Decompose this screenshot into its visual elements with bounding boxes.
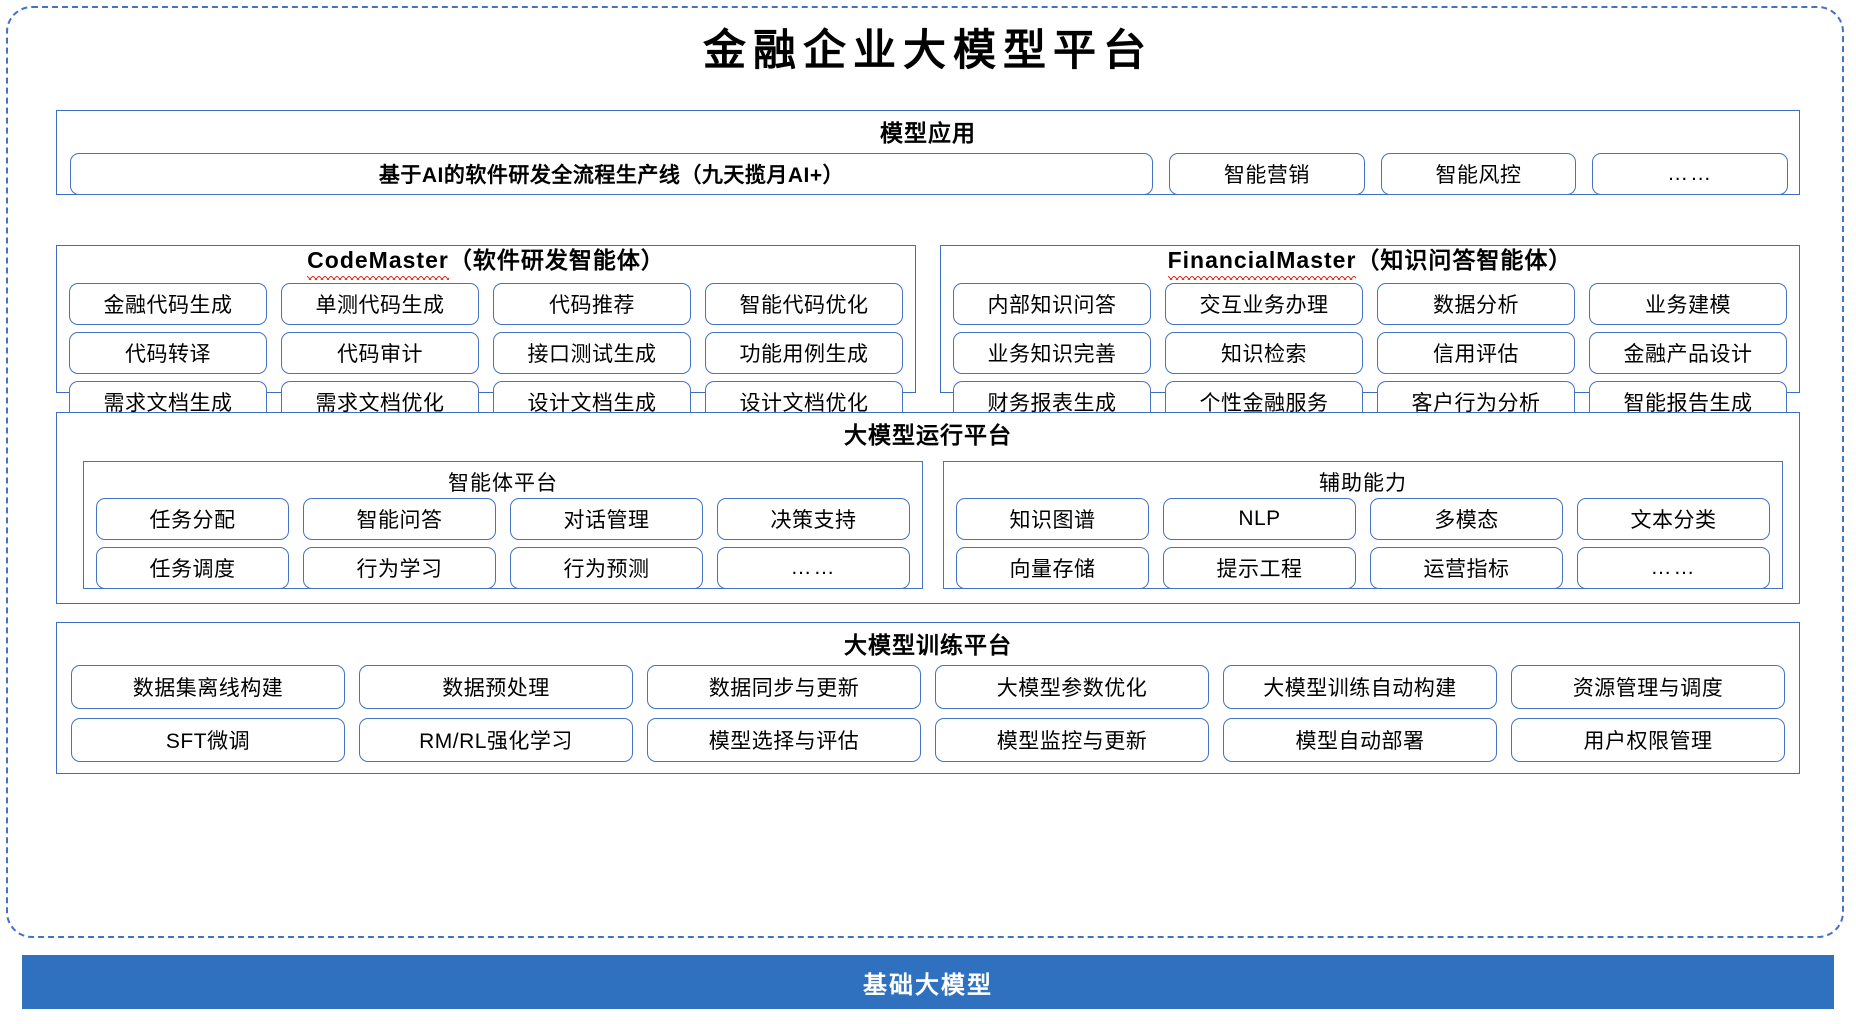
app-item-ai-pipeline[interactable]: 基于AI的软件研发全流程生产线（九天揽月AI+） — [70, 153, 1153, 195]
agent-platform-item-1-0[interactable]: 任务调度 — [96, 547, 289, 589]
codemaster-cap-0-3[interactable]: 智能代码优化 — [705, 283, 903, 325]
app-item-smart-risk-control[interactable]: 智能风控 — [1380, 153, 1577, 195]
codemaster-cap-0-2[interactable]: 代码推荐 — [493, 283, 691, 325]
subsection-agent-platform: 智能体平台 任务分配 智能问答 对话管理 决策支持 任务调度 行为学习 行为预测… — [83, 461, 923, 589]
auxiliary-item-0-2[interactable]: 多模态 — [1370, 498, 1563, 540]
subsection-auxiliary-capability: 辅助能力 知识图谱 NLP 多模态 文本分类 向量存储 提示工程 运营指标 …… — [943, 461, 1783, 589]
agent-platform-row-1: 任务分配 智能问答 对话管理 决策支持 — [96, 498, 910, 540]
financialmaster-cap-1-0[interactable]: 业务知识完善 — [953, 332, 1151, 374]
training-item-1-3[interactable]: 模型监控与更新 — [935, 718, 1209, 762]
training-item-0-1[interactable]: 数据预处理 — [359, 665, 633, 709]
training-platform-grid: 数据集离线构建 数据预处理 数据同步与更新 大模型参数优化 大模型训练自动构建 … — [71, 665, 1785, 771]
model-application-items: 基于AI的软件研发全流程生产线（九天揽月AI+） 智能营销 智能风控 …… — [70, 153, 1789, 195]
codemaster-cap-1-3[interactable]: 功能用例生成 — [705, 332, 903, 374]
codemaster-cap-1-2[interactable]: 接口测试生成 — [493, 332, 691, 374]
footer-foundation-model-bar: 基础大模型 — [22, 955, 1834, 1009]
section-runtime-platform: 大模型运行平台 智能体平台 任务分配 智能问答 对话管理 决策支持 任务调度 行… — [56, 412, 1800, 604]
app-item-smart-marketing[interactable]: 智能营销 — [1169, 153, 1365, 195]
training-row-1: 数据集离线构建 数据预处理 数据同步与更新 大模型参数优化 大模型训练自动构建 … — [71, 665, 1785, 709]
agent-platform-item-0-2[interactable]: 对话管理 — [510, 498, 703, 540]
agent-platform-item-0-1[interactable]: 智能问答 — [303, 498, 496, 540]
training-item-0-0[interactable]: 数据集离线构建 — [71, 665, 345, 709]
section-title-financialmaster: FinancialMaster（知识问答智能体） — [941, 246, 1799, 280]
training-row-2: SFT微调 RM/RL强化学习 模型选择与评估 模型监控与更新 模型自动部署 用… — [71, 718, 1785, 762]
training-item-0-2[interactable]: 数据同步与更新 — [647, 665, 921, 709]
auxiliary-row-1: 知识图谱 NLP 多模态 文本分类 — [956, 498, 1770, 540]
section-codemaster: CodeMaster（软件研发智能体） 金融代码生成 单测代码生成 代码推荐 智… — [56, 245, 916, 423]
financialmaster-cap-0-0[interactable]: 内部知识问答 — [953, 283, 1151, 325]
financialmaster-name: FinancialMaster — [1167, 247, 1357, 280]
app-item-more[interactable]: …… — [1592, 153, 1789, 195]
financialmaster-cap-1-3[interactable]: 金融产品设计 — [1589, 332, 1787, 374]
agent-platform-row-2: 任务调度 行为学习 行为预测 …… — [96, 547, 910, 589]
auxiliary-item-0-3[interactable]: 文本分类 — [1577, 498, 1770, 540]
subsection-title-auxiliary-capability: 辅助能力 — [1319, 472, 1407, 495]
subsection-title-agent-platform: 智能体平台 — [448, 472, 558, 495]
financialmaster-name-suffix: （知识问答智能体） — [1356, 247, 1573, 273]
financialmaster-row-1: 内部知识问答 交互业务办理 数据分析 业务建模 — [953, 283, 1787, 325]
financialmaster-cap-0-2[interactable]: 数据分析 — [1377, 283, 1575, 325]
auxiliary-item-1-3[interactable]: …… — [1577, 547, 1770, 589]
codemaster-row-2: 代码转译 代码审计 接口测试生成 功能用例生成 — [69, 332, 903, 374]
section-model-application: 模型应用 基于AI的软件研发全流程生产线（九天揽月AI+） 智能营销 智能风控 … — [56, 110, 1800, 195]
footer-label: 基础大模型 — [863, 971, 993, 999]
codemaster-cap-0-1[interactable]: 单测代码生成 — [281, 283, 479, 325]
training-item-0-5[interactable]: 资源管理与调度 — [1511, 665, 1785, 709]
section-training-platform: 大模型训练平台 数据集离线构建 数据预处理 数据同步与更新 大模型参数优化 大模… — [56, 622, 1800, 774]
financialmaster-capability-grid: 内部知识问答 交互业务办理 数据分析 业务建模 业务知识完善 知识检索 信用评估… — [953, 283, 1787, 430]
training-item-1-1[interactable]: RM/RL强化学习 — [359, 718, 633, 762]
agent-platform-item-1-2[interactable]: 行为预测 — [510, 547, 703, 589]
section-title-runtime-platform: 大模型运行平台 — [844, 422, 1012, 448]
section-title-model-application: 模型应用 — [880, 120, 976, 146]
financialmaster-cap-0-3[interactable]: 业务建模 — [1589, 283, 1787, 325]
training-item-1-2[interactable]: 模型选择与评估 — [647, 718, 921, 762]
financialmaster-cap-1-1[interactable]: 知识检索 — [1165, 332, 1363, 374]
financialmaster-cap-1-2[interactable]: 信用评估 — [1377, 332, 1575, 374]
codemaster-capability-grid: 金融代码生成 单测代码生成 代码推荐 智能代码优化 代码转译 代码审计 接口测试… — [69, 283, 903, 430]
financialmaster-cap-0-1[interactable]: 交互业务办理 — [1165, 283, 1363, 325]
auxiliary-item-0-0[interactable]: 知识图谱 — [956, 498, 1149, 540]
auxiliary-item-1-2[interactable]: 运营指标 — [1370, 547, 1563, 589]
auxiliary-row-2: 向量存储 提示工程 运营指标 …… — [956, 547, 1770, 589]
training-item-0-3[interactable]: 大模型参数优化 — [935, 665, 1209, 709]
auxiliary-capability-grid: 知识图谱 NLP 多模态 文本分类 向量存储 提示工程 运营指标 …… — [956, 498, 1770, 596]
codemaster-cap-1-1[interactable]: 代码审计 — [281, 332, 479, 374]
agent-platform-grid: 任务分配 智能问答 对话管理 决策支持 任务调度 行为学习 行为预测 …… — [96, 498, 910, 596]
training-item-1-5[interactable]: 用户权限管理 — [1511, 718, 1785, 762]
auxiliary-item-0-1[interactable]: NLP — [1163, 498, 1356, 540]
training-item-1-0[interactable]: SFT微调 — [71, 718, 345, 762]
codemaster-row-1: 金融代码生成 单测代码生成 代码推荐 智能代码优化 — [69, 283, 903, 325]
agent-platform-item-1-3[interactable]: …… — [717, 547, 910, 589]
auxiliary-item-1-1[interactable]: 提示工程 — [1163, 547, 1356, 589]
codemaster-name: CodeMaster — [307, 247, 449, 280]
auxiliary-item-1-0[interactable]: 向量存储 — [956, 547, 1149, 589]
outer-dashed-frame — [6, 6, 1844, 938]
section-title-training-platform: 大模型训练平台 — [844, 632, 1012, 658]
codemaster-name-suffix: （软件研发智能体） — [448, 247, 665, 273]
section-financialmaster: FinancialMaster（知识问答智能体） 内部知识问答 交互业务办理 数… — [940, 245, 1800, 423]
codemaster-cap-1-0[interactable]: 代码转译 — [69, 332, 267, 374]
training-item-0-4[interactable]: 大模型训练自动构建 — [1223, 665, 1497, 709]
codemaster-cap-0-0[interactable]: 金融代码生成 — [69, 283, 267, 325]
agent-platform-item-0-3[interactable]: 决策支持 — [717, 498, 910, 540]
agent-platform-item-1-1[interactable]: 行为学习 — [303, 547, 496, 589]
training-item-1-4[interactable]: 模型自动部署 — [1223, 718, 1497, 762]
page-title: 金融企业大模型平台 — [703, 26, 1153, 76]
section-title-codemaster: CodeMaster（软件研发智能体） — [57, 246, 915, 280]
financialmaster-row-2: 业务知识完善 知识检索 信用评估 金融产品设计 — [953, 332, 1787, 374]
agent-platform-item-0-0[interactable]: 任务分配 — [96, 498, 289, 540]
